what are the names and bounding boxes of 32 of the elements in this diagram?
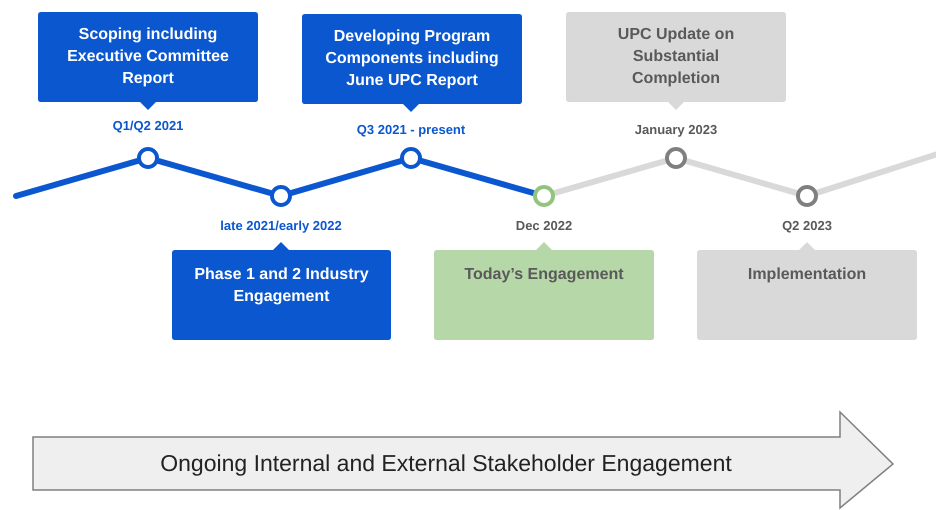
timeline-segment	[13, 158, 140, 199]
callout-text: Scoping including Executive Committee Report	[66, 25, 230, 89]
callout-text: Phase 1 and 2 Industry Engagement	[193, 265, 370, 307]
timeline-segment	[552, 158, 668, 196]
callout-text: Implementation	[746, 265, 868, 285]
callout-text: Developing Program Components including June UPC Report	[324, 27, 500, 91]
timeline-marker	[533, 185, 555, 207]
callout-text: Today’s Engagement	[463, 265, 625, 285]
timeline-segment	[684, 158, 800, 196]
date-label: Q2 2023	[782, 218, 832, 233]
timeline-segment	[418, 158, 536, 196]
date-label: Q3 2021 - present	[356, 122, 466, 137]
date-label: Q1/Q2 2021	[112, 118, 184, 133]
timeline-marker	[270, 185, 292, 207]
callout-box	[697, 242, 917, 340]
timeline-marker	[665, 147, 687, 169]
callout-text: UPC Update on Substantial Completion	[616, 25, 736, 89]
callout-box	[434, 242, 654, 340]
banner-text: Ongoing Internal and External Stakeholder Engagement	[159, 449, 733, 478]
callout-box	[302, 14, 522, 112]
timeline-segment	[156, 158, 274, 196]
date-label: Dec 2022	[516, 218, 572, 233]
timeline-segment	[288, 158, 404, 196]
callout-box	[38, 12, 258, 110]
date-label: January 2023	[634, 122, 718, 137]
timeline-marker	[796, 185, 818, 207]
timeline-marker	[137, 147, 159, 169]
date-label: late 2021/early 2022	[220, 218, 342, 233]
timeline-marker	[400, 147, 422, 169]
callout-box	[172, 242, 391, 340]
callout-box	[566, 12, 786, 110]
banner-arrow	[32, 411, 894, 509]
